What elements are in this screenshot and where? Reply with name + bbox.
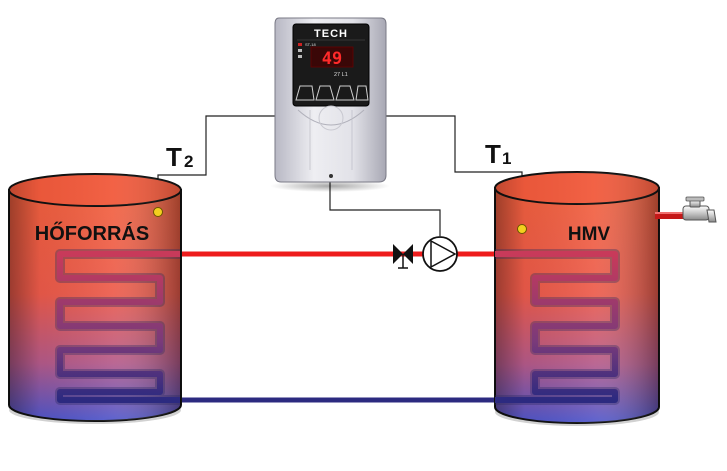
valve-icon	[393, 244, 413, 269]
heat-source-label: HŐFORRÁS	[35, 222, 149, 245]
svg-text:1: 1	[502, 149, 511, 168]
controller-brand: TECH	[314, 28, 348, 40]
sensor-label-t1: T 1	[485, 139, 511, 169]
svg-text:T: T	[166, 142, 182, 172]
controller-icon: TECH ST-18 49 27 L1	[270, 17, 390, 192]
coil-icon	[495, 249, 620, 405]
hot-water-label: HMV	[568, 224, 611, 245]
controller-display-frame	[310, 46, 354, 68]
heat-source-tank	[8, 173, 182, 424]
sensor-icon	[153, 207, 163, 217]
sensor-label-t2: T 2	[166, 142, 193, 172]
svg-text:2: 2	[184, 152, 193, 171]
svg-text:T: T	[485, 139, 501, 169]
controller-status: ST-18	[305, 42, 316, 47]
wire-pump	[329, 182, 441, 236]
faucet-icon	[655, 196, 717, 223]
controller-buttons	[295, 85, 369, 101]
coil-icon	[55, 249, 180, 405]
pump-icon	[422, 236, 458, 272]
sensor-icon	[517, 224, 527, 234]
controller-led	[329, 174, 333, 178]
controller-display: 49	[322, 49, 342, 69]
controller-indicator: 27 L1	[334, 72, 348, 78]
